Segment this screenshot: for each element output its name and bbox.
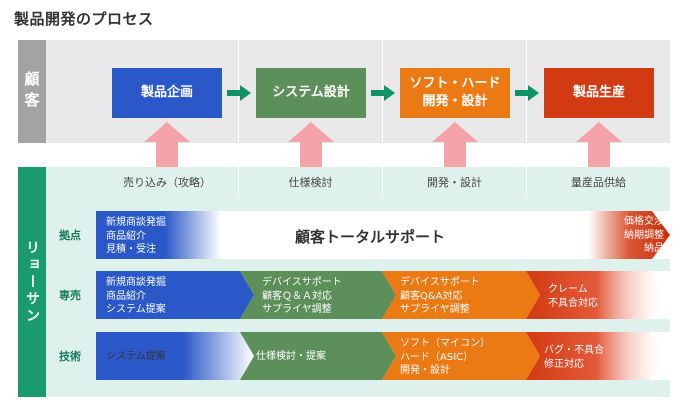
support-arrow-icon xyxy=(144,122,190,168)
step-label: 製品生産 xyxy=(572,84,625,100)
support-arrow-icon xyxy=(288,122,334,168)
step-product-planning: 製品企画 xyxy=(112,68,222,118)
row3-dev-arrow xyxy=(382,332,540,380)
licensee-label: リョーサン xyxy=(18,167,46,397)
step-label: システム設計 xyxy=(272,84,350,100)
support-arrow-icon xyxy=(432,122,478,168)
row1-left-text: 新規商談発掘 商品紹介 見積・受注 xyxy=(106,217,166,255)
row3-sales-text: システム提案 xyxy=(106,351,166,362)
step-soft-hard-development: ソフト・ハード 開発・設計 xyxy=(400,68,510,118)
phase-label-spec: 仕様検討 xyxy=(288,176,333,189)
row3-dev-text: ソフト（マイコン） ハード（ASIC） 開発・設計 xyxy=(400,338,490,376)
customer-label: 顧客 xyxy=(18,40,46,143)
phase-label-sales: 売り込み（攻略） xyxy=(123,176,211,189)
step-mass-production: 製品生産 xyxy=(544,68,654,118)
row1-right-text: 価格交渉 納期調整 納品 xyxy=(624,216,664,254)
step-label: 製品企画 xyxy=(140,84,193,100)
phase-label-development: 開発・設計 xyxy=(427,176,482,189)
row3-sales-arrow xyxy=(96,332,254,380)
row-label-engineering: 技術 xyxy=(59,350,81,363)
column-divider xyxy=(238,167,239,197)
flow-arrow-icon xyxy=(515,85,539,101)
phase-label-supply: 量産品供給 xyxy=(571,176,626,189)
row2-supply-arrow xyxy=(526,271,668,319)
flow-arrow-icon xyxy=(227,85,251,101)
step-label: ソフト・ハード 開発・設計 xyxy=(409,75,501,109)
flow-arrow-icon xyxy=(371,85,395,101)
row3-spec-arrow xyxy=(240,332,396,380)
row2-sales-arrow xyxy=(96,271,254,319)
row2-spec-arrow xyxy=(240,271,396,319)
licensee-label-text: リョーサン xyxy=(24,239,40,325)
column-divider xyxy=(382,167,383,197)
row-label-base: 拠点 xyxy=(59,229,81,242)
column-divider xyxy=(526,167,527,197)
total-support-label: 顧客トータルサポート xyxy=(294,228,445,246)
step-system-design: システム設計 xyxy=(256,68,366,118)
row3-spec-text: 仕様検討・提案 xyxy=(256,351,326,362)
row1-supply-arrow xyxy=(588,211,670,259)
row2-dev-arrow xyxy=(382,271,540,319)
row2-spec-text: デバイスサポート 顧客Ｑ＆Ａ対応 サプライヤ調整 xyxy=(262,277,342,315)
support-arrow-icon xyxy=(576,122,622,168)
row1-sales-segment xyxy=(96,211,221,259)
customer-label-text: 顧客 xyxy=(22,70,41,113)
row3-supply-text: バグ・不具合 修正対応 xyxy=(544,345,604,370)
page-title: 製品開発のプロセス xyxy=(14,10,154,28)
row2-supply-text: クレーム 不具合対応 xyxy=(548,284,598,309)
row2-sales-text: 新規商談発掘 商品紹介 システム提案 xyxy=(106,277,166,315)
row3-supply-arrow xyxy=(526,332,668,380)
row-label-specialist: 専売 xyxy=(59,289,81,302)
row2-dev-text: デバイスサポート 顧客Q&A対応 サプライヤ調整 xyxy=(400,277,480,315)
